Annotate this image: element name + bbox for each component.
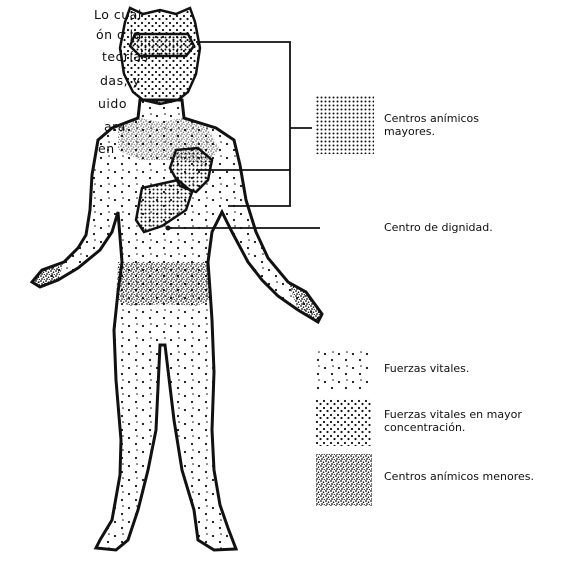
swatch-fuerzas-vitales	[316, 348, 372, 390]
label-mayores-line-2: mayores.	[384, 125, 479, 138]
swatch-fuerzas-vitales-mayor	[316, 398, 372, 446]
swatch-mayores	[316, 96, 374, 154]
label-fuerzas-mayor-line-1: Fuerzas vitales en mayor	[384, 408, 522, 421]
label-fuerzas-mayor-line-2: concentración.	[384, 421, 522, 434]
legend-swatches	[316, 96, 374, 506]
body-silhouette	[32, 8, 322, 550]
label-fuerzas-vitales: Fuerzas vitales.	[384, 362, 469, 375]
label-centro-de-dignidad: Centro de dignidad.	[384, 221, 493, 234]
navel	[166, 226, 171, 231]
swatch-menores	[316, 454, 372, 506]
label-mayores-line-1: Centros anímicos	[384, 112, 479, 125]
hips-region	[116, 262, 212, 306]
label-fuerzas-vitales-mayor: Fuerzas vitales en mayor concentración.	[384, 408, 522, 434]
label-centros-animicos-mayores: Centros anímicos mayores.	[384, 112, 479, 138]
label-centros-animicos-menores: Centros anímicos menores.	[384, 470, 534, 483]
head-center	[130, 34, 194, 56]
